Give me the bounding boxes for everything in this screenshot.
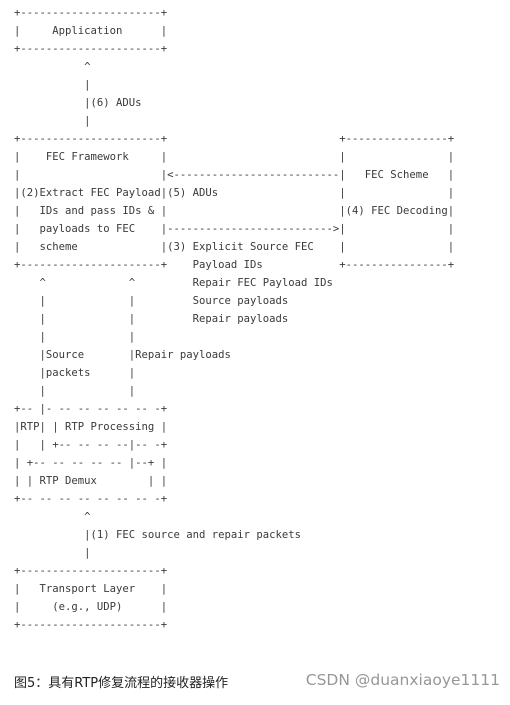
ascii-diagram: +----------------------+ | Application |… <box>14 7 455 631</box>
figure-caption: 图5：具有RTP修复流程的接收器操作 <box>14 676 229 691</box>
watermark: CSDN @duanxiaoye1111 <box>305 671 500 689</box>
